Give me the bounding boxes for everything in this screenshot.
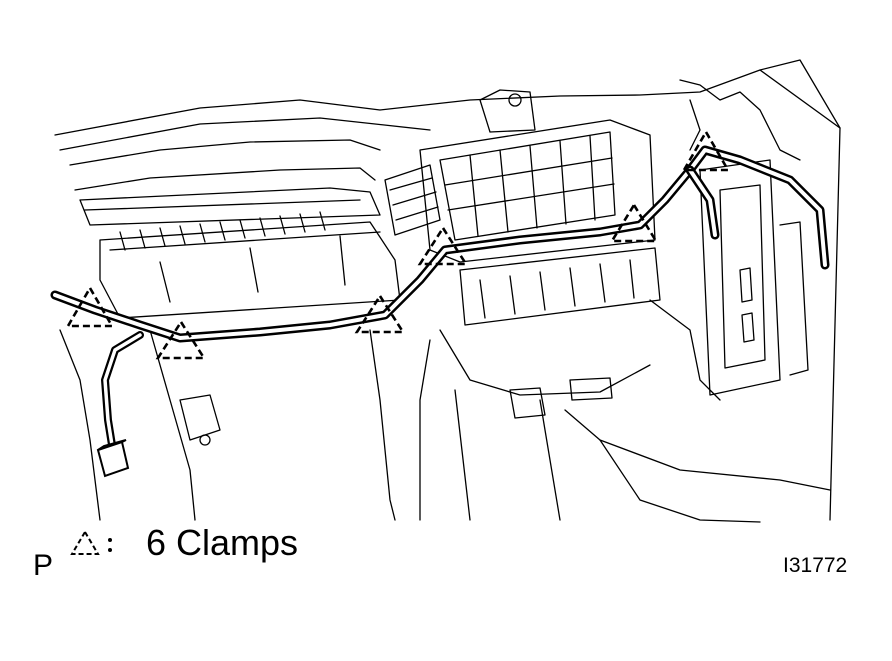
- position-mark: P: [33, 549, 54, 582]
- dashboard-upper-edge-2: [59, 117, 431, 151]
- clamp-2-icon: [155, 319, 207, 360]
- blower-housing: [439, 329, 651, 396]
- figure-id: I31772: [783, 554, 848, 577]
- dashed-triangle-icon: [70, 530, 112, 555]
- clamp-3-icon: [354, 293, 406, 334]
- wire-harness: [50, 145, 830, 449]
- connector-plug-icon: [96, 439, 130, 478]
- dashboard-upper-edge: [54, 69, 841, 136]
- clamp-markers: [65, 129, 731, 360]
- clamp-4-icon: [417, 225, 469, 266]
- left-duct-housing: [79, 187, 381, 226]
- clamps-legend-label: 6 Clamps: [146, 522, 299, 563]
